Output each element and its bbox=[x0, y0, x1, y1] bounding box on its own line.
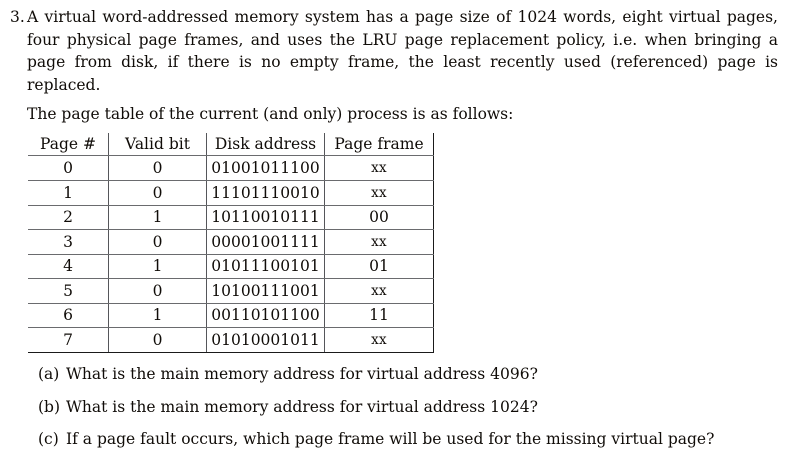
cell-page-number: 4 bbox=[28, 254, 109, 279]
cell-page-number: 3 bbox=[28, 229, 109, 255]
cell-valid-bit: 1 bbox=[108, 303, 207, 328]
cell-page-number: 0 bbox=[28, 155, 109, 181]
page-frame-unassigned: xx bbox=[371, 332, 387, 348]
cell-disk-address: 01001011100 bbox=[206, 155, 325, 181]
subquestion-label: (c) bbox=[38, 430, 59, 448]
problem-number: 3. bbox=[10, 8, 25, 26]
cell-disk-address: 10110010111 bbox=[206, 205, 325, 230]
page-frame-unassigned: xx bbox=[371, 234, 387, 250]
cell-page-frame: 00 bbox=[324, 205, 434, 230]
cell-valid-bit: 0 bbox=[108, 180, 207, 206]
cell-disk-address: 00001001111 bbox=[206, 229, 325, 255]
page-table-container: Page # Valid bit Disk address Page frame… bbox=[28, 133, 434, 353]
cell-page-frame: xx bbox=[324, 229, 434, 255]
page-frame-unassigned: xx bbox=[371, 283, 387, 299]
subquestion-text: If a page fault occurs, which page frame… bbox=[66, 430, 715, 448]
cell-page-frame: xx bbox=[324, 278, 434, 304]
cell-valid-bit: 0 bbox=[108, 155, 207, 181]
subquestion-text: What is the main memory address for virt… bbox=[66, 397, 538, 416]
column-header-page: Page # bbox=[28, 133, 109, 156]
page-frame-unassigned: xx bbox=[371, 160, 387, 176]
problem-block: 3. A virtual word-addressed memory syste… bbox=[10, 6, 780, 96]
page-table-head: Page # Valid bit Disk address Page frame bbox=[28, 133, 434, 156]
subquestions-list: (a) What is the main memory address for v… bbox=[38, 363, 778, 461]
table-header-row: Page # Valid bit Disk address Page frame bbox=[28, 133, 434, 156]
problem-statement-text: A virtual word-addressed memory system h… bbox=[27, 8, 778, 94]
column-header-frame: Page frame bbox=[324, 133, 434, 156]
cell-page-number: 6 bbox=[28, 303, 109, 328]
cell-valid-bit: 1 bbox=[108, 205, 207, 230]
cell-page-number: 5 bbox=[28, 278, 109, 304]
subquestion-label: (a) bbox=[38, 365, 60, 383]
cell-page-number: 7 bbox=[28, 327, 109, 353]
cell-disk-address: 01010001011 bbox=[206, 327, 325, 353]
cell-disk-address: 00110101100 bbox=[206, 303, 325, 328]
cell-disk-address: 11101110010 bbox=[206, 180, 325, 206]
subquestion-item: (c) If a page fault occurs, which page fr… bbox=[38, 428, 778, 450]
cell-page-frame: xx bbox=[324, 155, 434, 181]
subquestion-item: (a) What is the main memory address for v… bbox=[38, 363, 778, 385]
cell-page-frame: xx bbox=[324, 327, 434, 353]
column-header-disk: Disk address bbox=[206, 133, 325, 156]
cell-disk-address: 01011100101 bbox=[206, 254, 325, 279]
page-frame-unassigned: xx bbox=[371, 185, 387, 201]
subquestion-label: (b) bbox=[38, 397, 61, 416]
cell-page-number: 1 bbox=[28, 180, 109, 206]
cell-valid-bit: 0 bbox=[108, 229, 207, 255]
subquestion-item: (b) What is the main memory address for v… bbox=[38, 396, 778, 418]
cell-page-frame: 11 bbox=[324, 303, 434, 328]
subquestion-text: What is the main memory address for virt… bbox=[66, 365, 538, 383]
cell-disk-address: 10100111001 bbox=[206, 278, 325, 304]
table-intro-text: The page table of the current (and only)… bbox=[27, 105, 514, 123]
cell-valid-bit: 0 bbox=[108, 278, 207, 304]
cell-page-frame: 01 bbox=[324, 254, 434, 279]
cell-page-frame: xx bbox=[324, 180, 434, 206]
cell-valid-bit: 1 bbox=[108, 254, 207, 279]
problem-row: 3. A virtual word-addressed memory syste… bbox=[10, 6, 780, 96]
cell-valid-bit: 0 bbox=[108, 327, 207, 353]
problem-statement-body: A virtual word-addressed memory system h… bbox=[27, 6, 780, 96]
column-header-valid: Valid bit bbox=[108, 133, 207, 156]
cell-page-number: 2 bbox=[28, 205, 109, 230]
page-table: Page # Valid bit Disk address Page frame… bbox=[28, 133, 434, 353]
